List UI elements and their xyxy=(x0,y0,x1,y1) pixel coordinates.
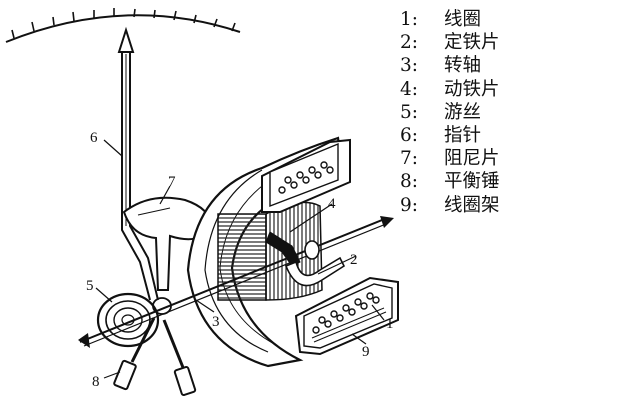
callout-7: 7 xyxy=(168,174,176,190)
legend-number: 1: xyxy=(400,9,419,30)
legend-label: 游丝 xyxy=(444,101,482,123)
legend-item: 2: 定铁片 xyxy=(400,31,500,54)
callout-8: 8 xyxy=(92,374,100,390)
legend-number: 7: xyxy=(400,148,419,170)
legend-number: 3: xyxy=(400,55,419,77)
legend-item: 4: 动铁片 xyxy=(400,78,500,101)
legend-number: 6: xyxy=(400,125,419,147)
legend-item: 1: 线圈 xyxy=(400,8,500,31)
callout-2: 2 xyxy=(350,252,358,268)
legend-number: 5: xyxy=(400,101,419,123)
balance-weight xyxy=(113,317,197,397)
legend-label: 平衡锤 xyxy=(444,171,500,193)
legend-label: 转轴 xyxy=(444,55,482,77)
callout-5: 5 xyxy=(86,278,94,294)
legend-item: 7: 阻尼片 xyxy=(400,147,500,170)
legend-label: 线圈架 xyxy=(444,194,500,216)
legend-item: 6: 指针 xyxy=(400,124,500,147)
callouts: 1 2 3 4 5 6 7 8 9 xyxy=(86,130,394,390)
fixed-iron-vane xyxy=(284,256,346,287)
scale-arc xyxy=(5,8,241,43)
legend-label: 线圈 xyxy=(444,9,482,30)
callout-4: 4 xyxy=(328,196,336,212)
legend-item: 9: 线圈架 xyxy=(400,194,500,217)
legend-item: 5: 游丝 xyxy=(400,101,500,124)
callout-6: 6 xyxy=(90,130,98,146)
callout-1: 1 xyxy=(386,316,394,332)
pointer xyxy=(117,26,159,301)
legend-label: 定铁片 xyxy=(444,32,500,54)
legend-label: 指针 xyxy=(444,125,482,147)
leader-lines xyxy=(95,139,385,379)
legend-number: 9: xyxy=(400,194,419,216)
legend-label: 阻尼片 xyxy=(444,148,500,170)
legend-number: 2: xyxy=(400,32,419,54)
legend-label: 动铁片 xyxy=(444,78,500,100)
legend-item: 8: 平衡锤 xyxy=(400,170,500,193)
hairspring xyxy=(96,292,172,348)
callout-3: 3 xyxy=(212,314,220,330)
parts-legend: 1: 线圈 2: 定铁片 3: 转轴 4: 动铁片 5: 游丝 6: 指针 7: 阻尼片 8:… xyxy=(400,8,500,217)
coil-frame xyxy=(261,138,399,356)
legend-item: 3: 转轴 xyxy=(400,54,500,77)
callout-9: 9 xyxy=(362,344,370,360)
legend-number: 8: xyxy=(400,171,419,193)
shaft xyxy=(78,216,394,348)
legend-number: 4: xyxy=(400,78,419,100)
